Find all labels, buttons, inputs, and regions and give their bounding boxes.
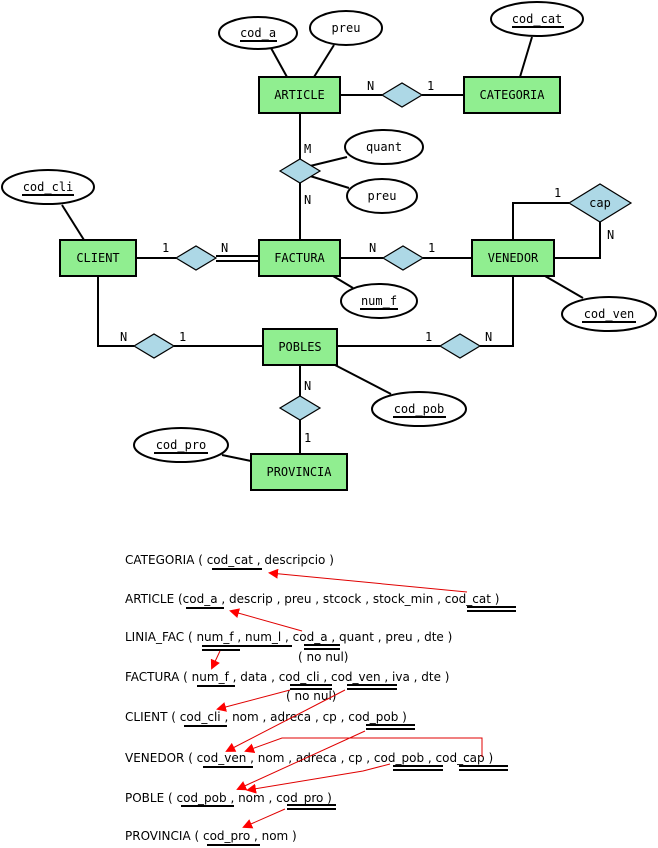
cardinality: N: [369, 241, 376, 255]
relationship-client-pobles[interactable]: [132, 333, 176, 359]
attribute-label: preu: [332, 21, 361, 35]
cardinality: 1: [428, 241, 435, 255]
attribute-label: num_f: [361, 294, 397, 308]
entity-label: CATEGORIA: [479, 88, 545, 102]
schema-row-article: ARTICLE (cod_a , descrip , preu , stcock…: [125, 592, 499, 606]
attribute-preu[interactable]: preu: [309, 10, 383, 46]
cardinality: 1: [425, 330, 432, 344]
connector-client-rel-pobles: [97, 276, 134, 347]
attribute-label: cod_cat: [512, 12, 563, 26]
entity-label: ARTICLE: [274, 88, 325, 102]
attribute-cod_a[interactable]: cod_a: [218, 16, 298, 50]
entity-provincia[interactable]: PROVINCIA: [250, 453, 348, 491]
relationship-article-categoria[interactable]: [380, 82, 424, 108]
attribute-label: cod_pob: [394, 402, 445, 416]
connector-rel-venedor-pobles: [480, 276, 514, 347]
connector-venedor-cap-1: [512, 202, 569, 240]
key-underlines: [181, 568, 516, 846]
entity-label: VENEDOR: [488, 251, 539, 265]
attribute-label: cod_ven: [584, 307, 635, 321]
fk-arrow-linia-factura: [210, 650, 221, 670]
connector-cod_a: [270, 47, 288, 78]
fk-arrow-factura-venedor: [225, 689, 346, 752]
connector-cod_pob: [334, 364, 392, 395]
connector-venedor-cap-n: [554, 222, 601, 259]
cardinality: N: [221, 241, 228, 255]
connector-cod_cli: [61, 204, 85, 241]
cardinality: 1: [304, 431, 311, 445]
entity-label: POBLES: [278, 340, 321, 354]
connector-preu: [313, 44, 335, 78]
cardinality: N: [120, 330, 127, 344]
fk-arrow-linia-article: [229, 608, 303, 632]
cardinality: N: [367, 79, 374, 93]
cardinality: 1: [427, 79, 434, 93]
relational-schema: CATEGORIA ( cod_cat , descripcio ) ARTIC…: [125, 553, 516, 846]
schema-row-factura: FACTURA ( num_f , data , cod_cli , cod_v…: [125, 670, 450, 684]
attribute-cod_ven[interactable]: cod_ven: [561, 296, 657, 332]
entity-article[interactable]: ARTICLE: [258, 76, 341, 114]
attribute-cod_pob[interactable]: cod_pob: [371, 391, 467, 427]
entity-label: CLIENT: [76, 251, 119, 265]
schema-row-linia-fac: LINIA_FAC ( num_f , num_l , cod_a , quan…: [125, 630, 452, 644]
cardinality: N: [607, 228, 614, 242]
fk-arrow-venedor-cap: [244, 737, 483, 757]
connector-cod_ven: [544, 275, 584, 299]
entity-label: PROVINCIA: [266, 465, 332, 479]
connector-cod_pro: [221, 454, 252, 462]
attribute-label: cod_pro: [156, 438, 207, 452]
fk-arrow-factura-client: [216, 689, 291, 712]
relationship-article-factura[interactable]: [278, 158, 322, 184]
attribute-preu-linia[interactable]: preu: [346, 178, 418, 214]
attribute-quant[interactable]: quant: [344, 129, 424, 165]
cardinality: 1: [162, 241, 169, 255]
relationship-cap[interactable]: cap: [567, 183, 633, 223]
attribute-label: cod_a: [240, 26, 276, 40]
cardinality: N: [485, 330, 492, 344]
fk-arrow-client-poble: [236, 730, 366, 791]
fk-arrow-venedor-poble: [246, 763, 391, 794]
cardinality: 1: [554, 186, 561, 200]
connector-num_f: [332, 275, 354, 289]
cardinality-labels: N 1 M N 1 N N 1 1 N N 1 1 N N 1: [120, 79, 614, 445]
relationship-client-factura[interactable]: [174, 245, 218, 271]
fk-arrow-poble-provincia: [242, 808, 286, 829]
connectors: [61, 36, 601, 462]
entity-factura[interactable]: FACTURA: [258, 239, 341, 277]
cardinality: M: [304, 142, 311, 156]
attribute-label: preu: [368, 189, 397, 203]
schema-row-client: CLIENT ( cod_cli , nom , adreca , cp , c…: [125, 710, 407, 724]
relationship-label: cap: [589, 196, 611, 210]
attribute-label: cod_cli: [23, 180, 74, 194]
schema-note-factura: ( no nul): [286, 689, 336, 703]
relationship-pobles-provincia[interactable]: [278, 395, 322, 421]
relationship-pobles-venedor[interactable]: [438, 333, 482, 359]
connector-quant: [309, 156, 348, 167]
cardinality: N: [304, 193, 311, 207]
schema-row-provincia: PROVINCIA ( cod_pro , nom ): [125, 829, 297, 843]
connector-cod_cat: [519, 36, 533, 78]
entity-venedor[interactable]: VENEDOR: [471, 239, 555, 277]
attribute-cod_pro[interactable]: cod_pro: [133, 427, 229, 463]
connector-preu-linia: [309, 175, 350, 189]
entity-label: FACTURA: [274, 251, 325, 265]
fk-arrow-article-categoria: [268, 568, 468, 593]
foreign-key-arrows: [210, 568, 483, 829]
attribute-cod_cat[interactable]: cod_cat: [490, 1, 584, 37]
relationship-factura-venedor[interactable]: [381, 245, 425, 271]
entity-pobles[interactable]: POBLES: [262, 328, 338, 366]
schema-row-categoria: CATEGORIA ( cod_cat , descripcio ): [125, 553, 334, 567]
schema-row-poble: POBLE ( cod_pob , nom , cod_pro ): [125, 791, 332, 805]
schema-row-venedor: VENEDOR ( cod_ven , nom , adreca , cp , …: [125, 751, 493, 765]
attribute-label: quant: [366, 140, 402, 154]
cardinality: 1: [179, 330, 186, 344]
attribute-cod_cli[interactable]: cod_cli: [1, 169, 95, 205]
cardinality: N: [304, 379, 311, 393]
entity-categoria[interactable]: CATEGORIA: [463, 76, 561, 114]
entity-client[interactable]: CLIENT: [59, 239, 137, 277]
attribute-num_f[interactable]: num_f: [340, 283, 418, 319]
schema-note-linia-fac: ( no nul): [298, 650, 348, 664]
